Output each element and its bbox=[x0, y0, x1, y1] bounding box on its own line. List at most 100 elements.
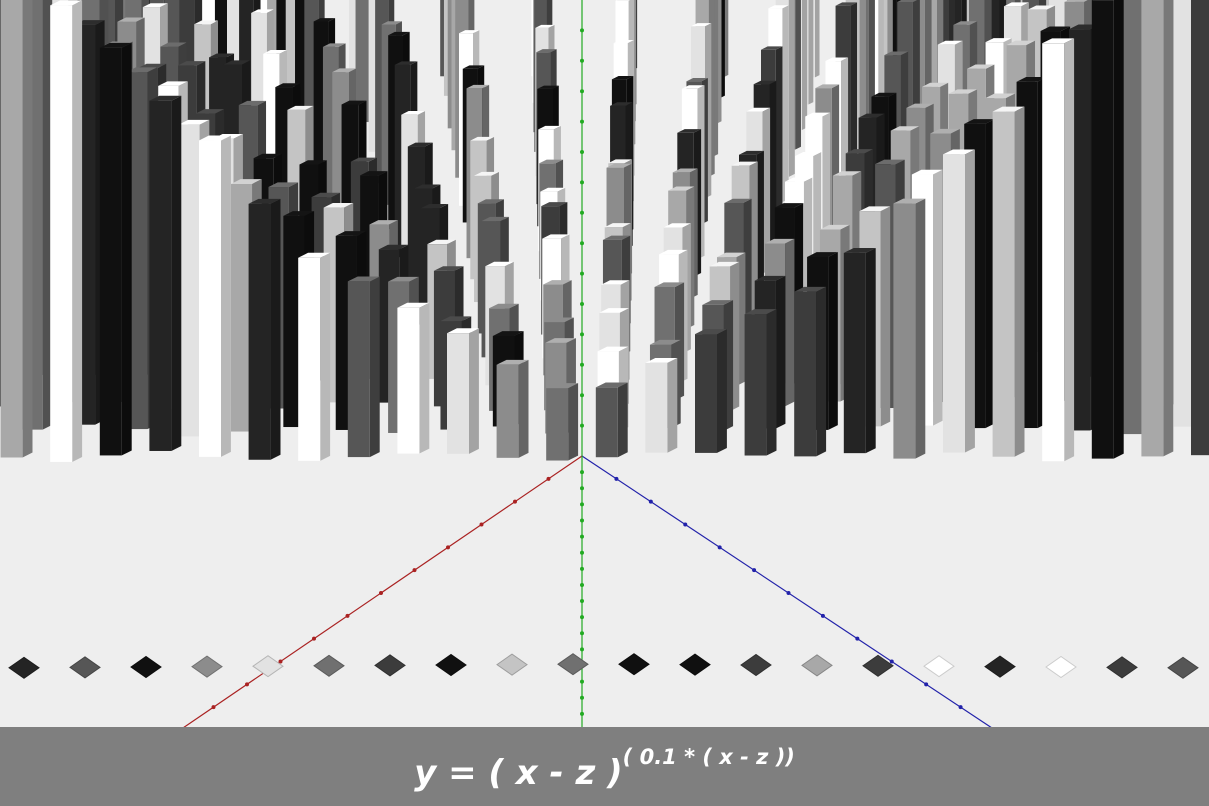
bar-side bbox=[795, 0, 801, 150]
bar-top bbox=[466, 84, 490, 89]
bar-top bbox=[764, 238, 795, 244]
bar-top bbox=[893, 198, 926, 204]
bar-top bbox=[739, 150, 764, 155]
bar-side bbox=[808, 0, 814, 105]
bar-top bbox=[906, 103, 934, 108]
bar-top bbox=[746, 107, 771, 112]
bar-side bbox=[1113, 0, 1124, 459]
bar-top bbox=[540, 187, 566, 192]
bar-front bbox=[178, 124, 200, 437]
bar-top bbox=[832, 171, 862, 176]
bar-top bbox=[795, 151, 822, 156]
bar-top bbox=[223, 60, 251, 65]
bar-front bbox=[1141, 0, 1164, 457]
z-axis-positive-tick bbox=[614, 476, 619, 481]
bar-side bbox=[171, 95, 182, 451]
bar-top bbox=[717, 252, 746, 258]
bar-top bbox=[825, 57, 849, 62]
bar-top bbox=[1064, 0, 1088, 2]
near-tile bbox=[679, 653, 711, 676]
bar-top bbox=[815, 84, 840, 89]
bar-side bbox=[419, 302, 430, 454]
bar-top bbox=[142, 3, 168, 8]
y-axis-negative-tick bbox=[580, 486, 584, 491]
bar-top bbox=[414, 184, 441, 189]
bar-top bbox=[753, 80, 777, 85]
bar-top bbox=[608, 159, 633, 164]
bar-top bbox=[835, 2, 858, 6]
bar-top bbox=[1027, 5, 1056, 10]
bar-top bbox=[731, 161, 758, 166]
y-axis-negative-tick bbox=[580, 711, 584, 716]
bar-top bbox=[313, 18, 336, 22]
bar-top bbox=[805, 112, 831, 117]
z-axis-positive-tick bbox=[786, 591, 791, 595]
bar-front bbox=[1042, 43, 1065, 462]
near-tile bbox=[252, 655, 284, 678]
bar-top bbox=[606, 163, 632, 168]
x-axis-positive-tick bbox=[412, 568, 417, 573]
bar-front bbox=[893, 203, 916, 459]
y-axis-positive-tick bbox=[580, 241, 584, 246]
bar-top bbox=[369, 220, 398, 225]
bar-top bbox=[253, 153, 283, 159]
bar-top bbox=[537, 85, 559, 89]
bar-top bbox=[263, 50, 288, 54]
bar-side bbox=[469, 328, 479, 454]
near-tile bbox=[740, 653, 772, 677]
bar-front bbox=[595, 387, 618, 458]
y-axis-positive-tick bbox=[580, 119, 584, 124]
bar-top bbox=[470, 136, 495, 141]
bar-side bbox=[828, 252, 838, 430]
bar-top bbox=[794, 286, 827, 292]
bar-side bbox=[915, 198, 926, 459]
bar-side bbox=[756, 150, 764, 305]
bar-side bbox=[568, 383, 579, 461]
bar-top bbox=[654, 282, 685, 288]
y-axis-positive-tick bbox=[580, 393, 584, 398]
y-axis-negative-tick bbox=[580, 550, 584, 555]
bar-top bbox=[209, 53, 235, 58]
y-axis-positive-tick bbox=[580, 210, 584, 215]
bar-front bbox=[943, 154, 965, 453]
bar-top bbox=[754, 275, 786, 281]
bar-top bbox=[474, 171, 499, 176]
formula-label: y = ( x - z )( 0.1 * ( x - z )) bbox=[414, 746, 795, 790]
bar-top bbox=[535, 24, 555, 28]
bar-top bbox=[283, 211, 315, 216]
bar-top bbox=[859, 206, 891, 212]
bar-top bbox=[724, 198, 752, 203]
bar-top bbox=[659, 249, 688, 255]
bar-top bbox=[381, 21, 402, 25]
bar-top bbox=[943, 149, 975, 155]
bar-top bbox=[248, 198, 281, 204]
bar-side bbox=[816, 286, 827, 457]
bar-top bbox=[930, 128, 960, 134]
x-axis-positive-tick bbox=[479, 522, 484, 527]
bar-top bbox=[543, 280, 572, 285]
bar-top bbox=[50, 0, 83, 6]
near-tile bbox=[801, 654, 833, 677]
near-tile bbox=[862, 654, 894, 677]
bar-front bbox=[0, 0, 23, 458]
near-tile bbox=[191, 655, 223, 678]
bar-top bbox=[268, 182, 299, 188]
bar-top bbox=[420, 204, 449, 209]
bar-top bbox=[335, 231, 367, 236]
x-axis-positive-tick bbox=[345, 613, 350, 618]
bar-top bbox=[681, 85, 705, 89]
bar-top bbox=[485, 261, 514, 267]
bar-top bbox=[964, 119, 995, 124]
bar-side bbox=[1163, 0, 1174, 457]
bar-top bbox=[890, 126, 920, 131]
bar-top bbox=[611, 75, 634, 80]
bar-top bbox=[761, 46, 783, 50]
bar-side bbox=[320, 252, 331, 461]
bar-side bbox=[221, 135, 231, 457]
bar-top bbox=[785, 177, 813, 182]
bar-top bbox=[774, 203, 804, 208]
axes-front bbox=[179, 455, 996, 731]
bar-front bbox=[149, 100, 172, 451]
